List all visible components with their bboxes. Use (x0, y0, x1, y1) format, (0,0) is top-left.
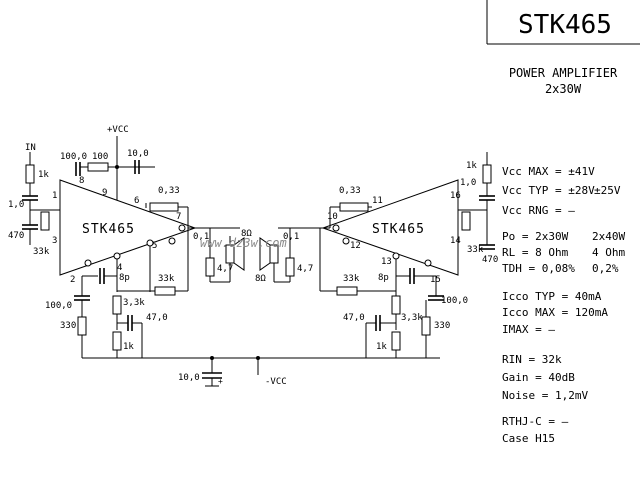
svg-text:33k: 33k (33, 247, 50, 257)
svg-text:0,1: 0,1 (283, 232, 299, 242)
subtitle-line-1: POWER AMPLIFIER (509, 66, 618, 80)
svg-text:1k: 1k (466, 161, 477, 171)
svg-text:1,0: 1,0 (8, 200, 24, 210)
left-amplifier: STK465 IN 1k 1,0 470 33k 1 3 100,0 100 1… (8, 143, 252, 358)
svg-text:11: 11 (372, 196, 383, 206)
svg-text:1: 1 (52, 191, 57, 201)
svg-text:16: 16 (450, 191, 461, 201)
spec-vcc-typ-alt: ±25V (594, 184, 621, 197)
spec-rin: RIN = 32k (502, 353, 562, 366)
svg-text:3,3k: 3,3k (401, 313, 423, 323)
svg-text:3,3k: 3,3k (123, 298, 145, 308)
svg-text:2: 2 (70, 275, 75, 285)
spec-case: Case H15 (502, 432, 555, 445)
svg-text:100,0: 100,0 (60, 152, 87, 162)
svg-text:4: 4 (117, 263, 122, 273)
spec-rl-alt: 4 Ohm (592, 246, 625, 259)
left-chip-label: STK465 (82, 222, 135, 237)
right-chip-label: STK465 (372, 222, 425, 237)
spec-tdh-alt: 0,2% (592, 262, 619, 275)
spec-vcc-typ: Vcc TYP = ±28V (502, 184, 595, 197)
svg-text:14: 14 (450, 236, 461, 246)
svg-text:1,0: 1,0 (460, 178, 476, 188)
spec-list: Vcc MAX = ±41V Vcc TYP = ±28V ±25V Vcc R… (502, 165, 625, 445)
svg-text:47,0: 47,0 (146, 313, 168, 323)
svg-text:4,7: 4,7 (217, 264, 233, 274)
svg-text:8Ω: 8Ω (241, 229, 252, 239)
svg-text:8p: 8p (119, 273, 130, 283)
svg-text:100: 100 (92, 152, 108, 162)
svg-text:33k: 33k (158, 274, 175, 284)
subtitle-line-2: 2x30W (545, 82, 582, 96)
spec-icco-typ: Icco TYP = 40mA (502, 290, 602, 303)
spec-po-alt: 2x40W (592, 230, 625, 243)
svg-text:1k: 1k (123, 342, 134, 352)
title: STK465 (518, 10, 612, 40)
vcc-positive-label: +VCC (107, 125, 129, 135)
svg-text:33k: 33k (467, 245, 484, 255)
svg-text:+: + (218, 377, 223, 386)
bulk-cap-label: 10,0 (178, 373, 200, 383)
svg-text:8: 8 (79, 176, 84, 186)
negative-supply: -VCC 10,0 + (82, 356, 440, 387)
svg-text:470: 470 (8, 231, 24, 241)
right-amplifier: STK465 10 11 12 13 15 14 16 0,33 0,1 4,7… (255, 152, 498, 358)
svg-text:33k: 33k (343, 274, 360, 284)
left-in-label: IN (25, 143, 36, 153)
spec-gain: Gain = 40dB (502, 371, 575, 384)
svg-text:10,0: 10,0 (127, 149, 149, 159)
spec-noise: Noise = 1,2mV (502, 389, 588, 402)
spec-tdh: TDH = 0,08% (502, 262, 575, 275)
svg-text:0,33: 0,33 (339, 186, 361, 196)
svg-text:470: 470 (482, 255, 498, 265)
spec-icco-max: Icco MAX = 120mA (502, 306, 608, 319)
svg-text:6: 6 (134, 196, 139, 206)
svg-text:8p: 8p (378, 273, 389, 283)
svg-text:4,7: 4,7 (297, 264, 313, 274)
spec-imax: IMAX = – (502, 323, 555, 336)
watermark: www.dz3w.com (200, 236, 287, 250)
svg-text:100,0: 100,0 (441, 296, 468, 306)
svg-text:15: 15 (430, 275, 441, 285)
svg-text:10: 10 (327, 212, 338, 222)
title-block: STK465 POWER AMPLIFIER 2x30W (486, 0, 640, 96)
svg-text:8Ω: 8Ω (255, 274, 266, 284)
svg-text:0,33: 0,33 (158, 186, 180, 196)
spec-rl: RL = 8 Ohm (502, 246, 569, 259)
svg-text:9: 9 (102, 188, 107, 198)
svg-text:330: 330 (434, 321, 450, 331)
svg-text:330: 330 (60, 321, 76, 331)
spec-vcc-max: Vcc MAX = ±41V (502, 165, 595, 178)
svg-text:100,0: 100,0 (45, 301, 72, 311)
svg-text:47,0: 47,0 (343, 313, 365, 323)
svg-text:3: 3 (52, 236, 57, 246)
svg-text:0,1: 0,1 (193, 232, 209, 242)
svg-text:1k: 1k (38, 170, 49, 180)
spec-rthj: RTHJ-C = – (502, 415, 569, 428)
svg-text:1k: 1k (376, 342, 387, 352)
spec-po: Po = 2x30W (502, 230, 569, 243)
spec-vcc-rng: Vcc RNG = – (502, 204, 575, 217)
svg-text:5: 5 (152, 241, 157, 251)
vcc-negative-label: -VCC (265, 377, 287, 387)
svg-text:12: 12 (350, 241, 361, 251)
svg-text:7: 7 (176, 212, 181, 222)
svg-text:13: 13 (381, 257, 392, 267)
